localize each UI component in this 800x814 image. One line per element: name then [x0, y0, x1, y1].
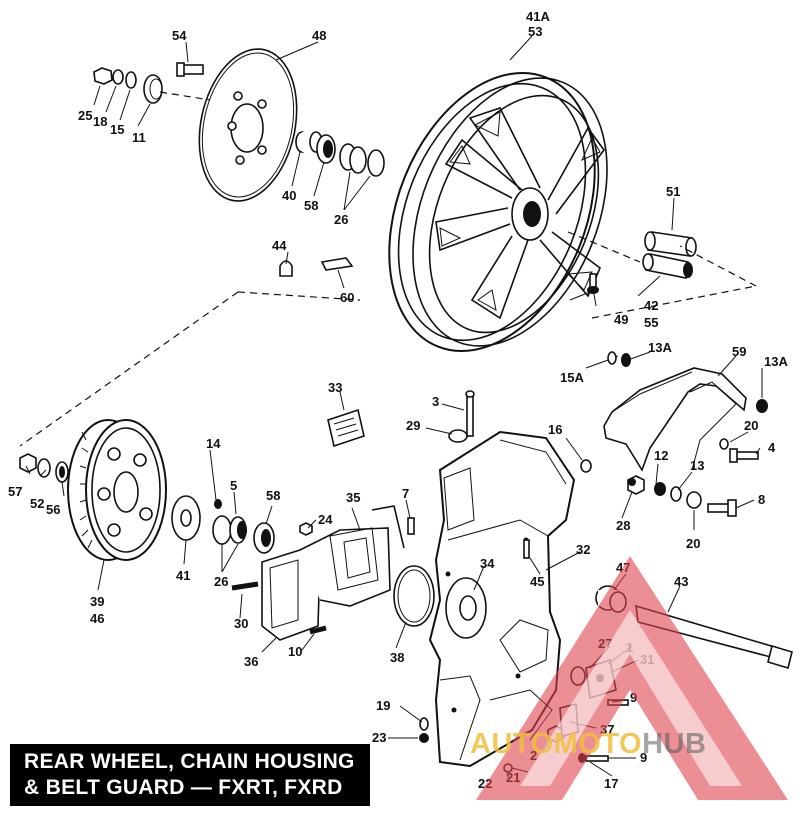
callout-26: 26 — [334, 212, 348, 227]
axle-43 — [595, 585, 793, 670]
gasket-38 — [393, 565, 435, 627]
callout-15A: 15A — [560, 370, 584, 385]
callout-48: 48 — [312, 28, 326, 43]
callout-33: 33 — [328, 380, 342, 395]
callout-58: 58 — [304, 198, 318, 213]
callout-4: 4 — [768, 440, 776, 455]
callout-7: 7 — [402, 486, 409, 501]
callout-25: 25 — [78, 108, 92, 123]
callout-53: 53 — [528, 24, 542, 39]
callout-18: 18 — [93, 114, 107, 129]
axle-nut-stack — [93, 67, 163, 104]
belt-guard-bracket — [603, 367, 768, 472]
callout-14: 14 — [206, 436, 221, 451]
callout-41A: 41A — [526, 9, 550, 24]
title-line-2: & BELT GUARD — FXRT, FXRD — [24, 776, 343, 799]
callout-15: 15 — [110, 122, 124, 137]
callout-23: 23 — [372, 730, 386, 745]
callout-30: 30 — [234, 616, 248, 631]
callout-1: 1 — [626, 640, 633, 655]
callout-3: 3 — [432, 394, 439, 409]
callout-31: 31 — [640, 652, 654, 667]
chain-housing — [428, 430, 576, 768]
callout-42: 42 — [644, 298, 658, 313]
callout-47: 47 — [616, 560, 630, 575]
hub-spacers — [295, 131, 385, 177]
decal-33 — [327, 408, 365, 448]
callout-52: 52 — [30, 496, 44, 511]
callout-41: 41 — [176, 568, 190, 583]
callout-20-upper: 20 — [744, 418, 758, 433]
callout-44: 44 — [272, 238, 287, 253]
callout-38: 38 — [390, 650, 404, 665]
rear-cast-wheel — [388, 72, 608, 352]
decal-60 — [320, 257, 354, 271]
belt-pulley — [67, 419, 167, 561]
callout-58-lower: 58 — [266, 488, 280, 503]
callout-54: 54 — [172, 28, 187, 43]
axle-sleeves — [642, 231, 697, 279]
pulley-nut-stack — [19, 453, 69, 483]
callout-21: 21 — [506, 770, 520, 785]
callout-5: 5 — [230, 478, 237, 493]
callout-26-lower: 26 — [214, 574, 228, 589]
callout-16: 16 — [548, 422, 562, 437]
callout-51: 51 — [666, 184, 680, 199]
bolt-54 — [176, 62, 204, 77]
callout-35: 35 — [346, 490, 360, 505]
callout-9-upper: 9 — [630, 690, 637, 705]
callout-12: 12 — [654, 448, 668, 463]
watermark-text: AUTOMOTOHUB — [470, 728, 707, 760]
cover-sleeve — [261, 505, 405, 641]
callout-13A-right: 13A — [764, 354, 788, 369]
valve-stem — [587, 273, 599, 294]
callout-24: 24 — [318, 512, 333, 527]
callout-56: 56 — [46, 502, 60, 517]
callout-29: 29 — [406, 418, 420, 433]
title-line-1: REAR WHEEL, CHAIN HOUSING — [24, 750, 355, 773]
callout-27: 27 — [598, 636, 612, 651]
callout-13A-upper: 13A — [648, 340, 672, 355]
callout-17: 17 — [604, 776, 618, 791]
callout-45: 45 — [530, 574, 544, 589]
bracket-bolts — [580, 438, 759, 517]
callout-59: 59 — [732, 344, 746, 359]
callout-11: 11 — [132, 130, 146, 145]
callout-19: 19 — [376, 698, 390, 713]
callout-60: 60 — [340, 290, 354, 305]
callout-49: 49 — [614, 312, 628, 327]
callout-55: 55 — [644, 315, 658, 330]
callout-40: 40 — [282, 188, 296, 203]
callout-13: 13 — [690, 458, 704, 473]
callout-36: 36 — [244, 654, 258, 669]
callout-28: 28 — [616, 518, 630, 533]
callout-32: 32 — [576, 542, 590, 557]
sprocket-hub-parts — [171, 495, 275, 554]
callout-46: 46 — [90, 611, 104, 626]
callout-10: 10 — [288, 644, 302, 659]
cap-44 — [279, 260, 293, 277]
rear-sprocket-disc — [198, 48, 298, 202]
callout-39: 39 — [90, 594, 104, 609]
callout-43: 43 — [674, 574, 688, 589]
diagram-title-box: REAR WHEEL, CHAIN HOUSING & BELT GUARD —… — [10, 744, 370, 806]
bolt-3 — [465, 390, 475, 437]
callout-22: 22 — [478, 776, 492, 791]
callout-8: 8 — [758, 492, 765, 507]
callout-34: 34 — [480, 556, 495, 571]
callout-20-lower: 20 — [686, 536, 700, 551]
callout-57: 57 — [8, 484, 22, 499]
